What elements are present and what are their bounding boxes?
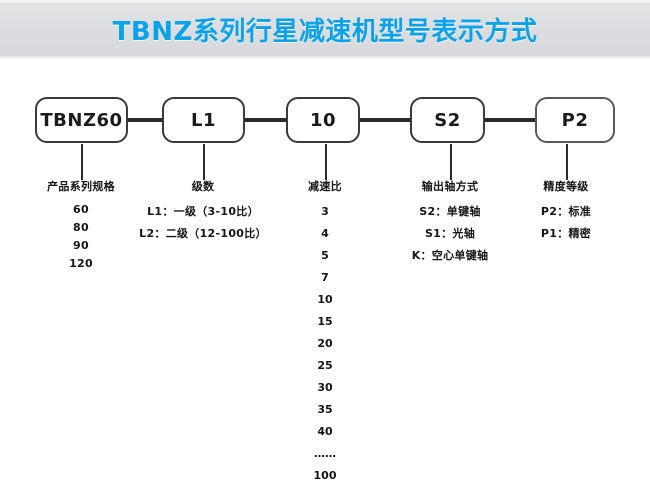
drop-line-precision <box>566 144 568 180</box>
connector-1 <box>126 118 166 122</box>
code-box-series[interactable]: TBNZ60 <box>35 97 128 143</box>
column-reduction-ratio-item-4: 10 <box>317 293 333 306</box>
column-precision-grade: 精度等级 P2：标准 P1：精密 <box>506 178 626 245</box>
column-reduction-ratio-item-5: 15 <box>317 315 333 328</box>
column-precision-grade-item-1: P1：精密 <box>540 227 592 240</box>
column-reduction-ratio-item-7: 25 <box>317 359 333 372</box>
code-box-stage[interactable]: L1 <box>162 97 245 143</box>
column-reduction-ratio-item-6: 20 <box>317 337 333 350</box>
column-output-shaft-type: 输出轴方式 S2：单键轴 S1：光轴 K：空心单键轴 <box>385 178 515 267</box>
column-reduction-ratio-header: 减速比 <box>308 180 342 193</box>
connector-3 <box>358 118 412 122</box>
code-box-shaft-label: S2 <box>434 109 461 131</box>
column-stage-count-header: 级数 <box>191 180 215 193</box>
column-precision-grade-header: 精度等级 <box>543 180 589 193</box>
drop-line-shaft <box>450 144 452 180</box>
column-reduction-ratio-item-2: 5 <box>321 249 329 262</box>
column-reduction-ratio-item-12: 100 <box>313 469 337 482</box>
column-output-shaft-type-header: 输出轴方式 <box>421 180 479 193</box>
column-series-spec-item-3: 120 <box>69 257 93 270</box>
code-box-series-label: TBNZ60 <box>40 109 123 131</box>
connector-2 <box>243 118 289 122</box>
column-reduction-ratio-item-0: 3 <box>321 205 329 218</box>
column-reduction-ratio-item-1: 4 <box>321 227 329 240</box>
column-series-spec-item-0: 60 <box>73 203 89 216</box>
code-box-stage-label: L1 <box>191 109 216 131</box>
page-title: TBNZ系列行星减速机型号表示方式 <box>112 17 538 47</box>
column-reduction-ratio-item-10: 40 <box>317 425 333 438</box>
drop-line-stage <box>203 144 205 180</box>
column-series-spec-item-1: 80 <box>73 221 89 234</box>
column-reduction-ratio-item-11: …… <box>314 447 336 460</box>
column-reduction-ratio-item-3: 7 <box>321 271 329 284</box>
column-output-shaft-type-item-2: K：空心单键轴 <box>411 249 489 262</box>
drop-line-series <box>81 144 83 180</box>
code-box-ratio-label: 10 <box>309 109 337 131</box>
column-output-shaft-type-item-1: S1：光轴 <box>424 227 476 240</box>
column-reduction-ratio-item-8: 30 <box>317 381 333 394</box>
code-box-precision[interactable]: P2 <box>535 97 615 143</box>
title-banner: TBNZ系列行星减速机型号表示方式 <box>0 0 650 59</box>
code-box-precision-label: P2 <box>561 109 589 131</box>
connector-4 <box>483 118 537 122</box>
model-code-diagram: TBNZ60 L1 10 S2 P2 产品系列规格 60 80 90 120 级… <box>0 59 650 482</box>
code-box-ratio[interactable]: 10 <box>286 97 360 143</box>
column-stage-count: 级数 L1：一级（3-10比） L2：二级（12-100比） <box>118 178 288 245</box>
column-output-shaft-type-item-0: S2：单键轴 <box>419 205 481 218</box>
column-reduction-ratio-item-9: 35 <box>317 403 333 416</box>
column-stage-count-item-1: L2：二级（12-100比） <box>139 227 267 240</box>
drop-line-ratio <box>325 144 327 180</box>
column-stage-count-item-0: L1：一级（3-10比） <box>147 205 259 218</box>
column-series-spec: 产品系列规格 60 80 90 120 <box>6 178 156 273</box>
column-series-spec-item-2: 90 <box>73 239 89 252</box>
column-precision-grade-item-0: P2：标准 <box>540 205 592 218</box>
column-reduction-ratio: 减速比 3 4 5 7 10 15 20 25 30 35 40 …… 100 <box>265 178 385 487</box>
column-series-spec-header: 产品系列规格 <box>47 180 115 193</box>
code-box-shaft[interactable]: S2 <box>410 97 485 143</box>
